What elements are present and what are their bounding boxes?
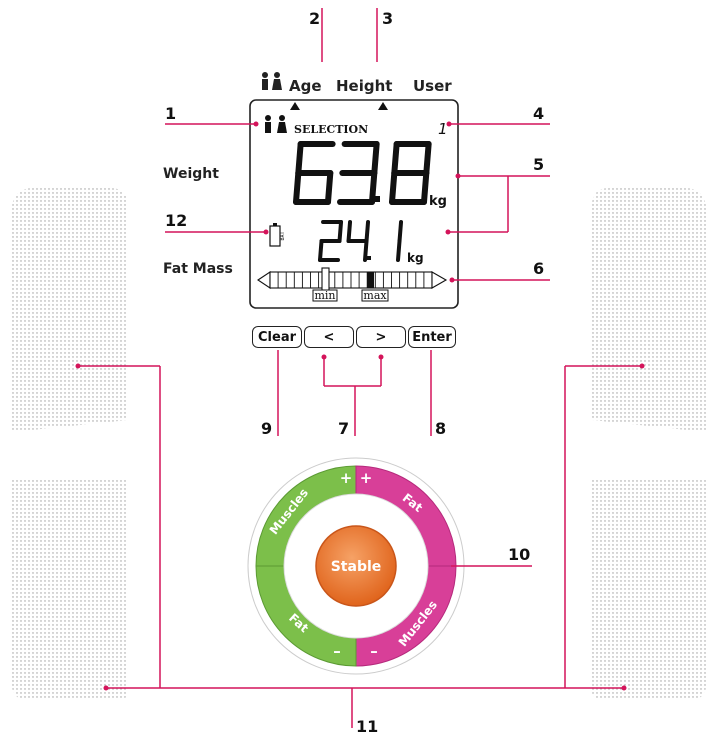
electrode-pad-bottom-left xyxy=(12,478,128,700)
leader-lines xyxy=(78,8,642,728)
callout-4: 4 xyxy=(533,104,544,123)
indicator-dial: Stable Muscles + + Fat Muscles – – Fat xyxy=(247,457,465,675)
header-age: Age xyxy=(289,77,322,95)
stable-label: Stable xyxy=(331,559,382,575)
callout-7: 7 xyxy=(338,419,349,438)
callout-2: 2 xyxy=(309,9,320,28)
lcd-digit-3 xyxy=(337,141,380,205)
callout-9: 9 xyxy=(261,419,272,438)
lcd-user-icon xyxy=(265,115,287,133)
battery-icon: BAT xyxy=(269,223,286,247)
electrode-pad-top-right xyxy=(592,188,706,432)
level-indicator xyxy=(367,272,374,288)
electrode-pad-bottom-right xyxy=(592,478,706,700)
callout-5: 5 xyxy=(533,155,544,174)
enter-button[interactable]: Enter xyxy=(408,326,456,348)
lcd-digit-2 xyxy=(318,220,344,262)
dial-minus-right: – xyxy=(370,642,378,660)
callout-8: 8 xyxy=(435,419,446,438)
header-height: Height xyxy=(336,77,392,95)
leader-dots xyxy=(75,121,645,691)
stable-light xyxy=(315,525,397,607)
lcd-digit-8 xyxy=(389,141,432,205)
dial-minus-left: – xyxy=(333,642,341,660)
lcd-weight-value xyxy=(293,141,432,205)
lcd-user-number: 1 xyxy=(438,120,448,138)
lcd-digit-1 xyxy=(396,220,404,262)
lcd-fat-value xyxy=(318,220,404,262)
decimal-point xyxy=(367,256,371,260)
battery-label: BAT xyxy=(280,231,286,240)
min-label: min xyxy=(314,289,335,302)
decimal-point xyxy=(374,196,380,202)
callout-11: 11 xyxy=(356,717,378,736)
callout-3: 3 xyxy=(382,9,393,28)
lcd-fat-unit: kg xyxy=(407,251,424,265)
label-fat-mass: Fat Mass xyxy=(163,261,233,277)
callout-6: 6 xyxy=(533,259,544,278)
age-indicator-icon xyxy=(290,102,300,110)
height-indicator-icon xyxy=(378,102,388,110)
lcd-digit-6 xyxy=(293,141,336,205)
electrode-pad-top-left xyxy=(12,188,128,432)
label-weight: Weight xyxy=(163,166,219,182)
header-user: User xyxy=(413,77,452,95)
fat-level-bar: min max xyxy=(257,267,448,302)
user-header-icon xyxy=(262,72,282,90)
lcd-digit-4 xyxy=(346,220,371,262)
max-label: max xyxy=(363,289,387,302)
callout-12: 12 xyxy=(165,211,187,230)
callout-1: 1 xyxy=(165,104,176,123)
callout-10: 10 xyxy=(508,545,530,564)
next-button[interactable]: > xyxy=(356,326,406,348)
dial-plus-right: + xyxy=(360,469,373,487)
previous-button[interactable]: < xyxy=(304,326,354,348)
dial-plus-left: + xyxy=(340,469,353,487)
clear-button[interactable]: Clear xyxy=(252,326,302,348)
lcd-weight-unit: kg xyxy=(429,194,447,209)
lcd-selection: SELECTION xyxy=(294,123,368,136)
